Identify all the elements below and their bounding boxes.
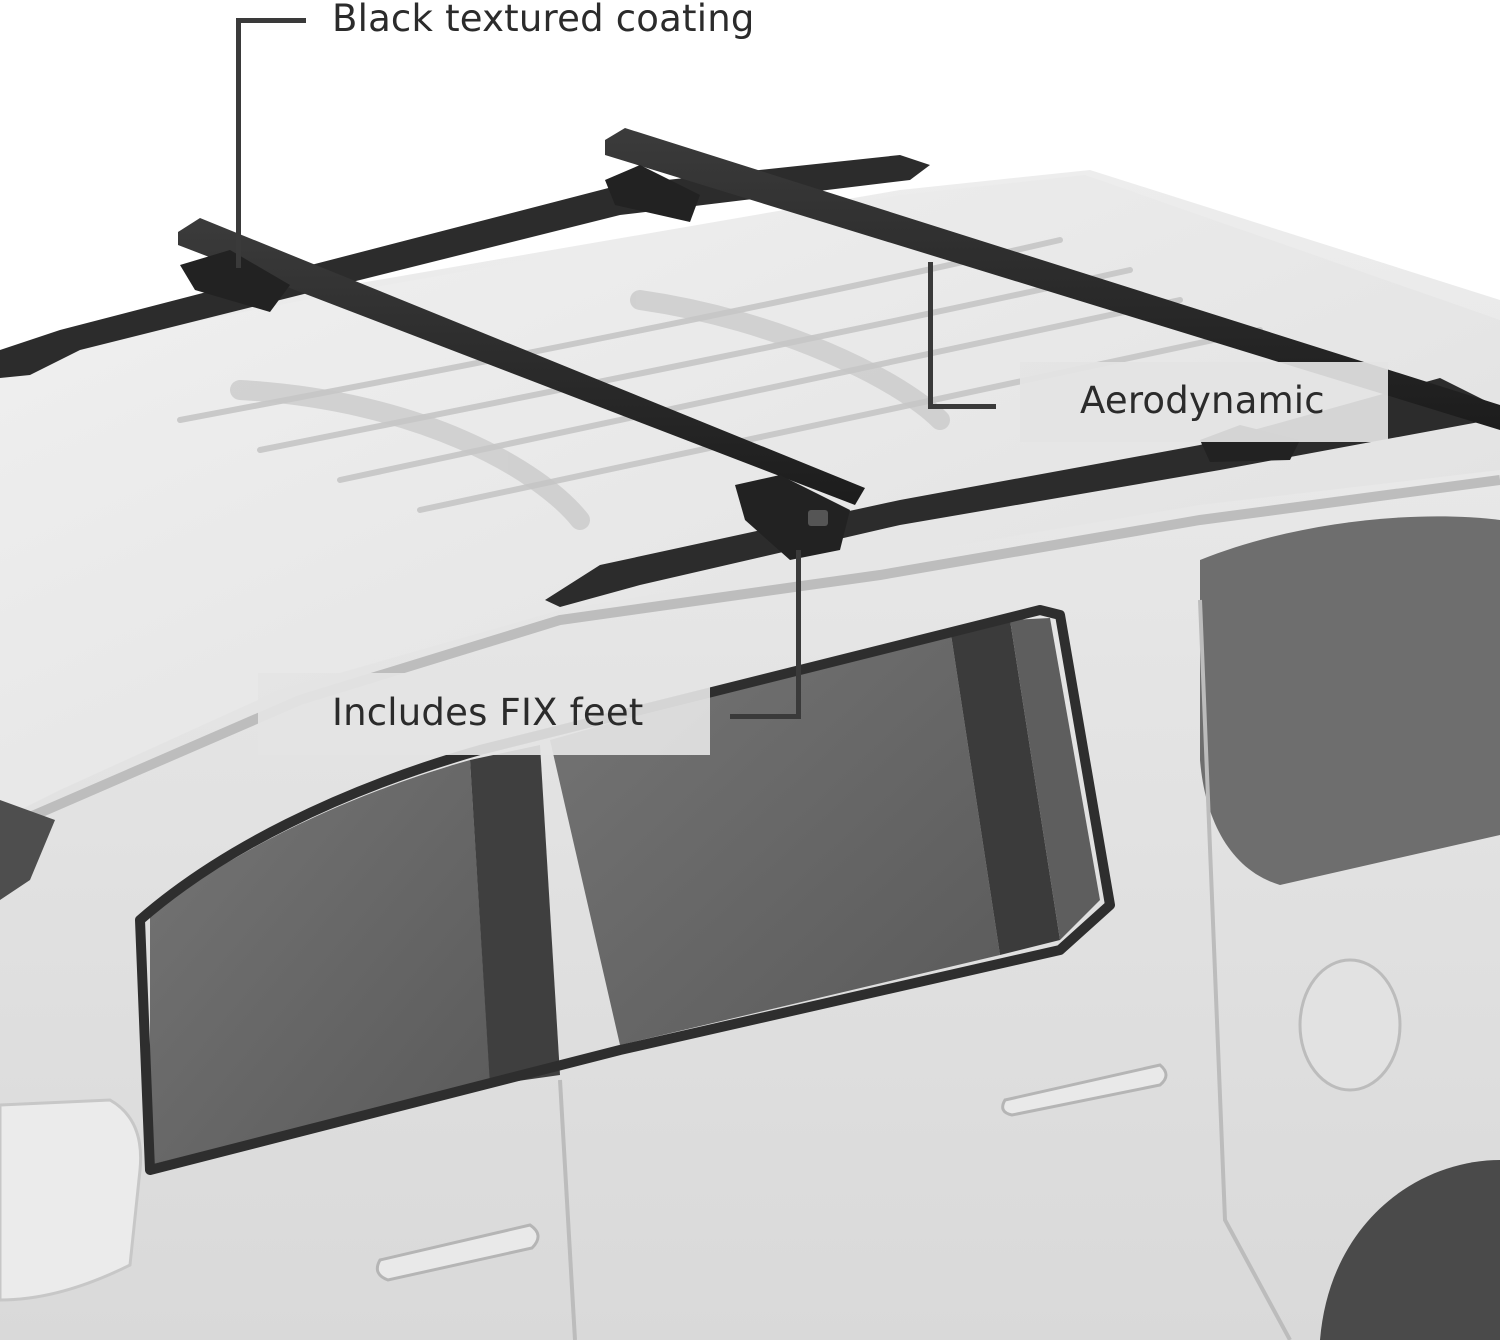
coating-leader-vertical — [236, 18, 241, 268]
windshield — [0, 800, 55, 900]
c-pillar — [950, 620, 1060, 955]
aero-leader-horizontal — [928, 404, 996, 409]
rack-shadows — [230, 290, 950, 530]
fuel-door — [1298, 958, 1402, 1092]
coating-label: Black textured coating — [332, 0, 755, 40]
door-seams — [558, 599, 1292, 1340]
window-frame — [135, 605, 1115, 1175]
aero-leader-vertical — [928, 262, 933, 408]
coating-leader-horizontal — [236, 18, 306, 23]
tailgate-window — [1200, 516, 1500, 885]
feet-leader-horizontal — [730, 714, 801, 719]
door-handles — [375, 1063, 1168, 1282]
b-pillar — [470, 745, 560, 1085]
roof-edge-shadow — [0, 475, 1500, 835]
aero-label-box — [1020, 362, 1388, 442]
crossbar-front — [178, 218, 865, 560]
feet-label-box — [258, 673, 710, 755]
aero-label: Aerodynamic — [1080, 379, 1325, 422]
side-mirror — [0, 1098, 143, 1302]
feet-label: Includes FIX feet — [332, 691, 644, 734]
wheel-arch — [1320, 1160, 1500, 1340]
feet-leader-vertical — [796, 550, 801, 718]
front-window — [150, 760, 490, 1165]
quarter-window — [1010, 618, 1100, 940]
